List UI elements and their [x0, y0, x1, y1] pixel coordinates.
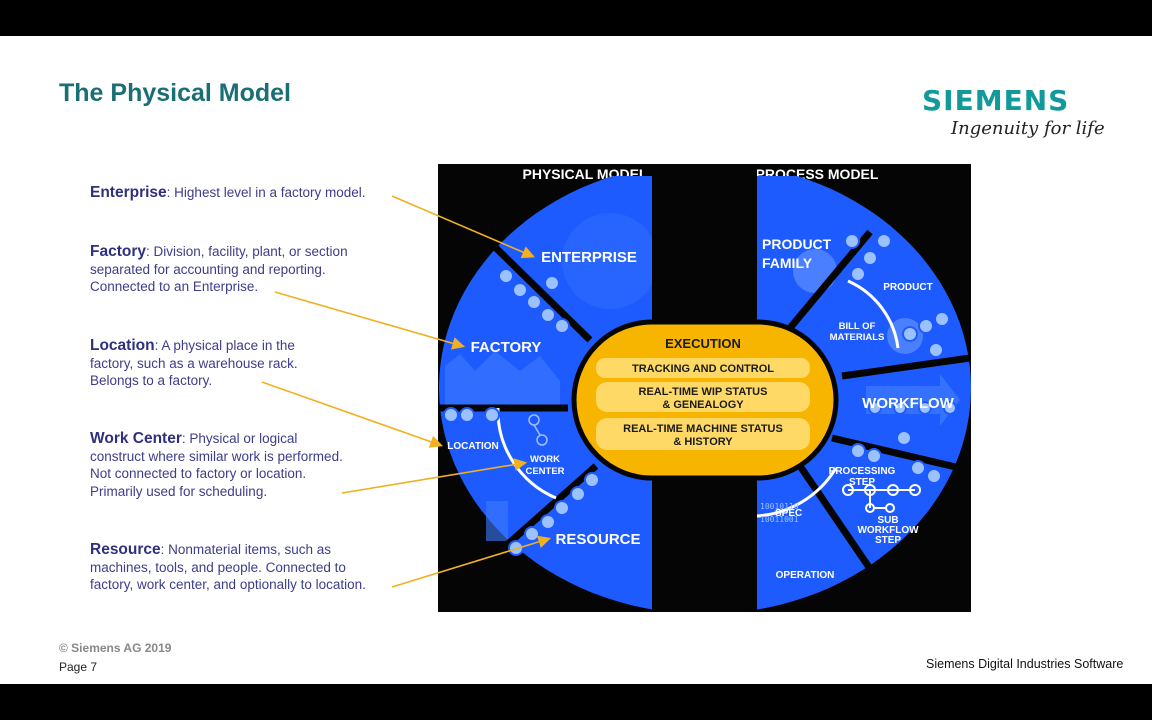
bill-of-materials-label-line2: MATERIALS	[830, 332, 885, 343]
item-term: Enterprise	[90, 184, 167, 201]
location-label: LOCATION	[447, 441, 498, 452]
item-desc: : Highest level in a factory model.	[166, 185, 366, 200]
item-term: Location	[90, 337, 155, 354]
item-term: Resource	[90, 541, 161, 558]
processing-step-label-line2: STEP	[849, 477, 875, 488]
item-work-center: Work Center: Physical or logical constru…	[90, 430, 348, 500]
step-flow-icon	[842, 484, 921, 513]
workflow-label: WORKFLOW	[862, 395, 954, 412]
arrow-resource	[391, 535, 552, 588]
operation-label: OPERATION	[776, 570, 835, 581]
process-model-half	[757, 176, 971, 610]
product-family-label-line2: FAMILY	[762, 255, 813, 271]
product-family-label: PRODUCT	[762, 236, 832, 252]
top-letterbox	[0, 0, 1152, 36]
page-number: Page 7	[59, 660, 98, 674]
item-location: Location: A physical place in the factor…	[90, 337, 308, 390]
work-center-icon	[528, 414, 548, 446]
arrow-factory	[274, 291, 466, 350]
item-term: Work Center	[90, 430, 182, 447]
slide: The Physical Model SIEMENS Ingenuity for…	[0, 36, 1152, 684]
enterprise-label: ENTERPRISE	[541, 249, 637, 266]
item-enterprise: Enterprise: Highest level in a factory m…	[90, 184, 400, 202]
page-title: The Physical Model	[59, 79, 292, 107]
bill-of-materials-label: BILL OF	[839, 321, 876, 332]
resource-label: RESOURCE	[555, 531, 640, 548]
center-label: CENTER	[525, 466, 564, 477]
item-desc: : A physical place in the factory, such …	[90, 338, 298, 388]
physical-model-half	[439, 176, 653, 610]
product-label: PRODUCT	[883, 282, 932, 293]
factory-label: FACTORY	[471, 339, 542, 356]
wip-status-label-line2: & GENEALOGY	[662, 399, 744, 411]
item-desc: : Division, facility, plant, or section …	[90, 244, 348, 294]
arrow-location	[261, 381, 444, 448]
copyright: © Siemens AG 2019	[59, 641, 172, 655]
arrow-enterprise	[391, 195, 535, 259]
sub-workflow-step-label: SUB	[877, 515, 898, 526]
item-desc: : Physical or logical construct where si…	[90, 431, 343, 499]
tracking-pill	[596, 358, 810, 378]
tracking-label: TRACKING AND CONTROL	[632, 363, 774, 375]
machine-pill	[596, 418, 810, 450]
item-factory: Factory: Division, facility, plant, or s…	[90, 243, 380, 296]
work-label: WORK	[530, 454, 560, 465]
item-desc: : Nonmaterial items, such as machines, t…	[90, 542, 366, 592]
sub-workflow-step-label-line2: WORKFLOW	[857, 525, 919, 536]
item-resource: Resource: Nonmaterial items, such as mac…	[90, 541, 390, 594]
wip-pill	[596, 382, 810, 412]
machine-status-label: REAL-TIME MACHINE STATUS	[623, 423, 783, 435]
bottom-letterbox	[0, 684, 1152, 720]
spec-label: SPEC	[775, 508, 802, 519]
binary-code-line2: 10011001	[760, 515, 799, 524]
siemens-logo: SIEMENS	[922, 84, 1070, 117]
segment-dividers	[438, 229, 971, 578]
callout-arrows	[261, 195, 552, 588]
item-term: Factory	[90, 243, 146, 260]
machine-status-label-line2: & HISTORY	[673, 436, 733, 448]
connector-dots	[443, 233, 957, 556]
arrow-work-center	[341, 458, 528, 494]
wip-status-label: REAL-TIME WIP STATUS	[639, 386, 768, 398]
model-diagram: PHYSICAL MODEL PROCESS MODEL	[261, 164, 971, 612]
footer-brand: Siemens Digital Industries Software	[926, 657, 1124, 671]
logo-tagline: Ingenuity for life	[951, 118, 1105, 139]
binary-code-line1: 10010110	[760, 502, 799, 511]
processing-step-label: PROCESSING	[829, 466, 896, 477]
sub-workflow-step-label-line3: STEP	[875, 535, 901, 546]
execution-label: EXECUTION	[665, 336, 741, 351]
